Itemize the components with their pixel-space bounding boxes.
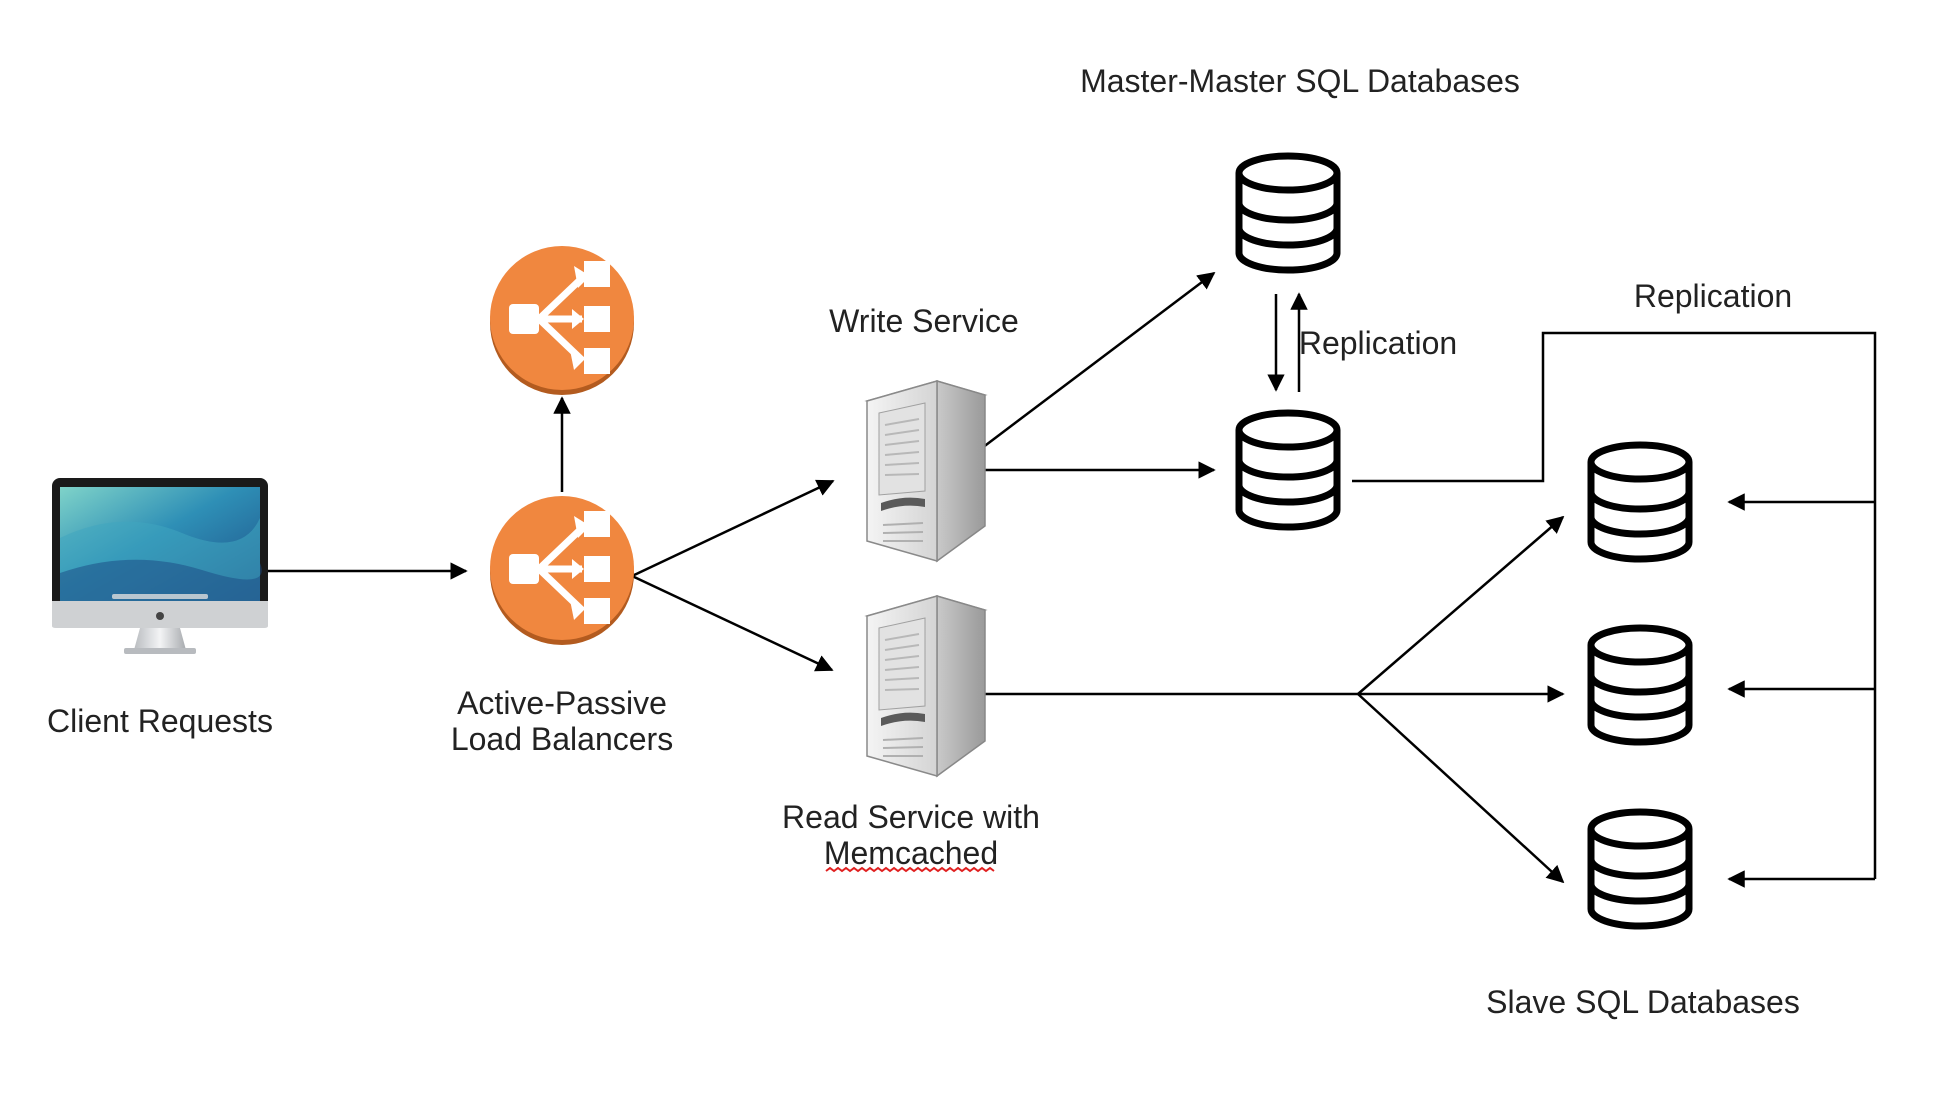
slave-database-3-icon <box>1591 812 1689 926</box>
replication-master-label: Replication <box>1299 325 1457 361</box>
load-balancer-passive-icon <box>490 246 634 395</box>
client-label: Client Requests <box>47 703 273 739</box>
spellcheck-underline <box>825 866 995 873</box>
write-service-label: Write Service <box>829 303 1019 339</box>
master-database-1-icon <box>1239 156 1337 270</box>
replication-slave-label: Replication <box>1634 278 1792 314</box>
master-databases-label: Master-Master SQL Databases <box>1080 63 1520 99</box>
load-balancer-label-line2: Load Balancers <box>451 721 673 757</box>
load-balancer-active-icon <box>490 496 634 645</box>
write-to-master1-arrow <box>981 271 1216 449</box>
load-balancer-label-line1: Active-Passive <box>457 685 667 721</box>
read-to-slave3-arrow <box>1357 693 1565 884</box>
lb-to-read-arrow <box>631 574 834 672</box>
connectors <box>268 271 1877 888</box>
read-service-label-line1: Read Service with <box>782 799 1040 835</box>
read-to-slave1-arrow <box>1357 515 1565 695</box>
read-service-label-line2: Memcached <box>824 835 998 871</box>
master-database-2-icon <box>1239 413 1337 527</box>
read-server-icon <box>866 595 986 777</box>
write-server-icon <box>866 380 986 562</box>
slave-databases-label: Slave SQL Databases <box>1486 984 1800 1020</box>
lb-to-write-arrow <box>631 479 835 578</box>
imac-computer-icon <box>52 478 268 654</box>
slave-database-2-icon <box>1591 628 1689 742</box>
slave-database-1-icon <box>1591 445 1689 559</box>
replication-line <box>1352 331 1877 879</box>
